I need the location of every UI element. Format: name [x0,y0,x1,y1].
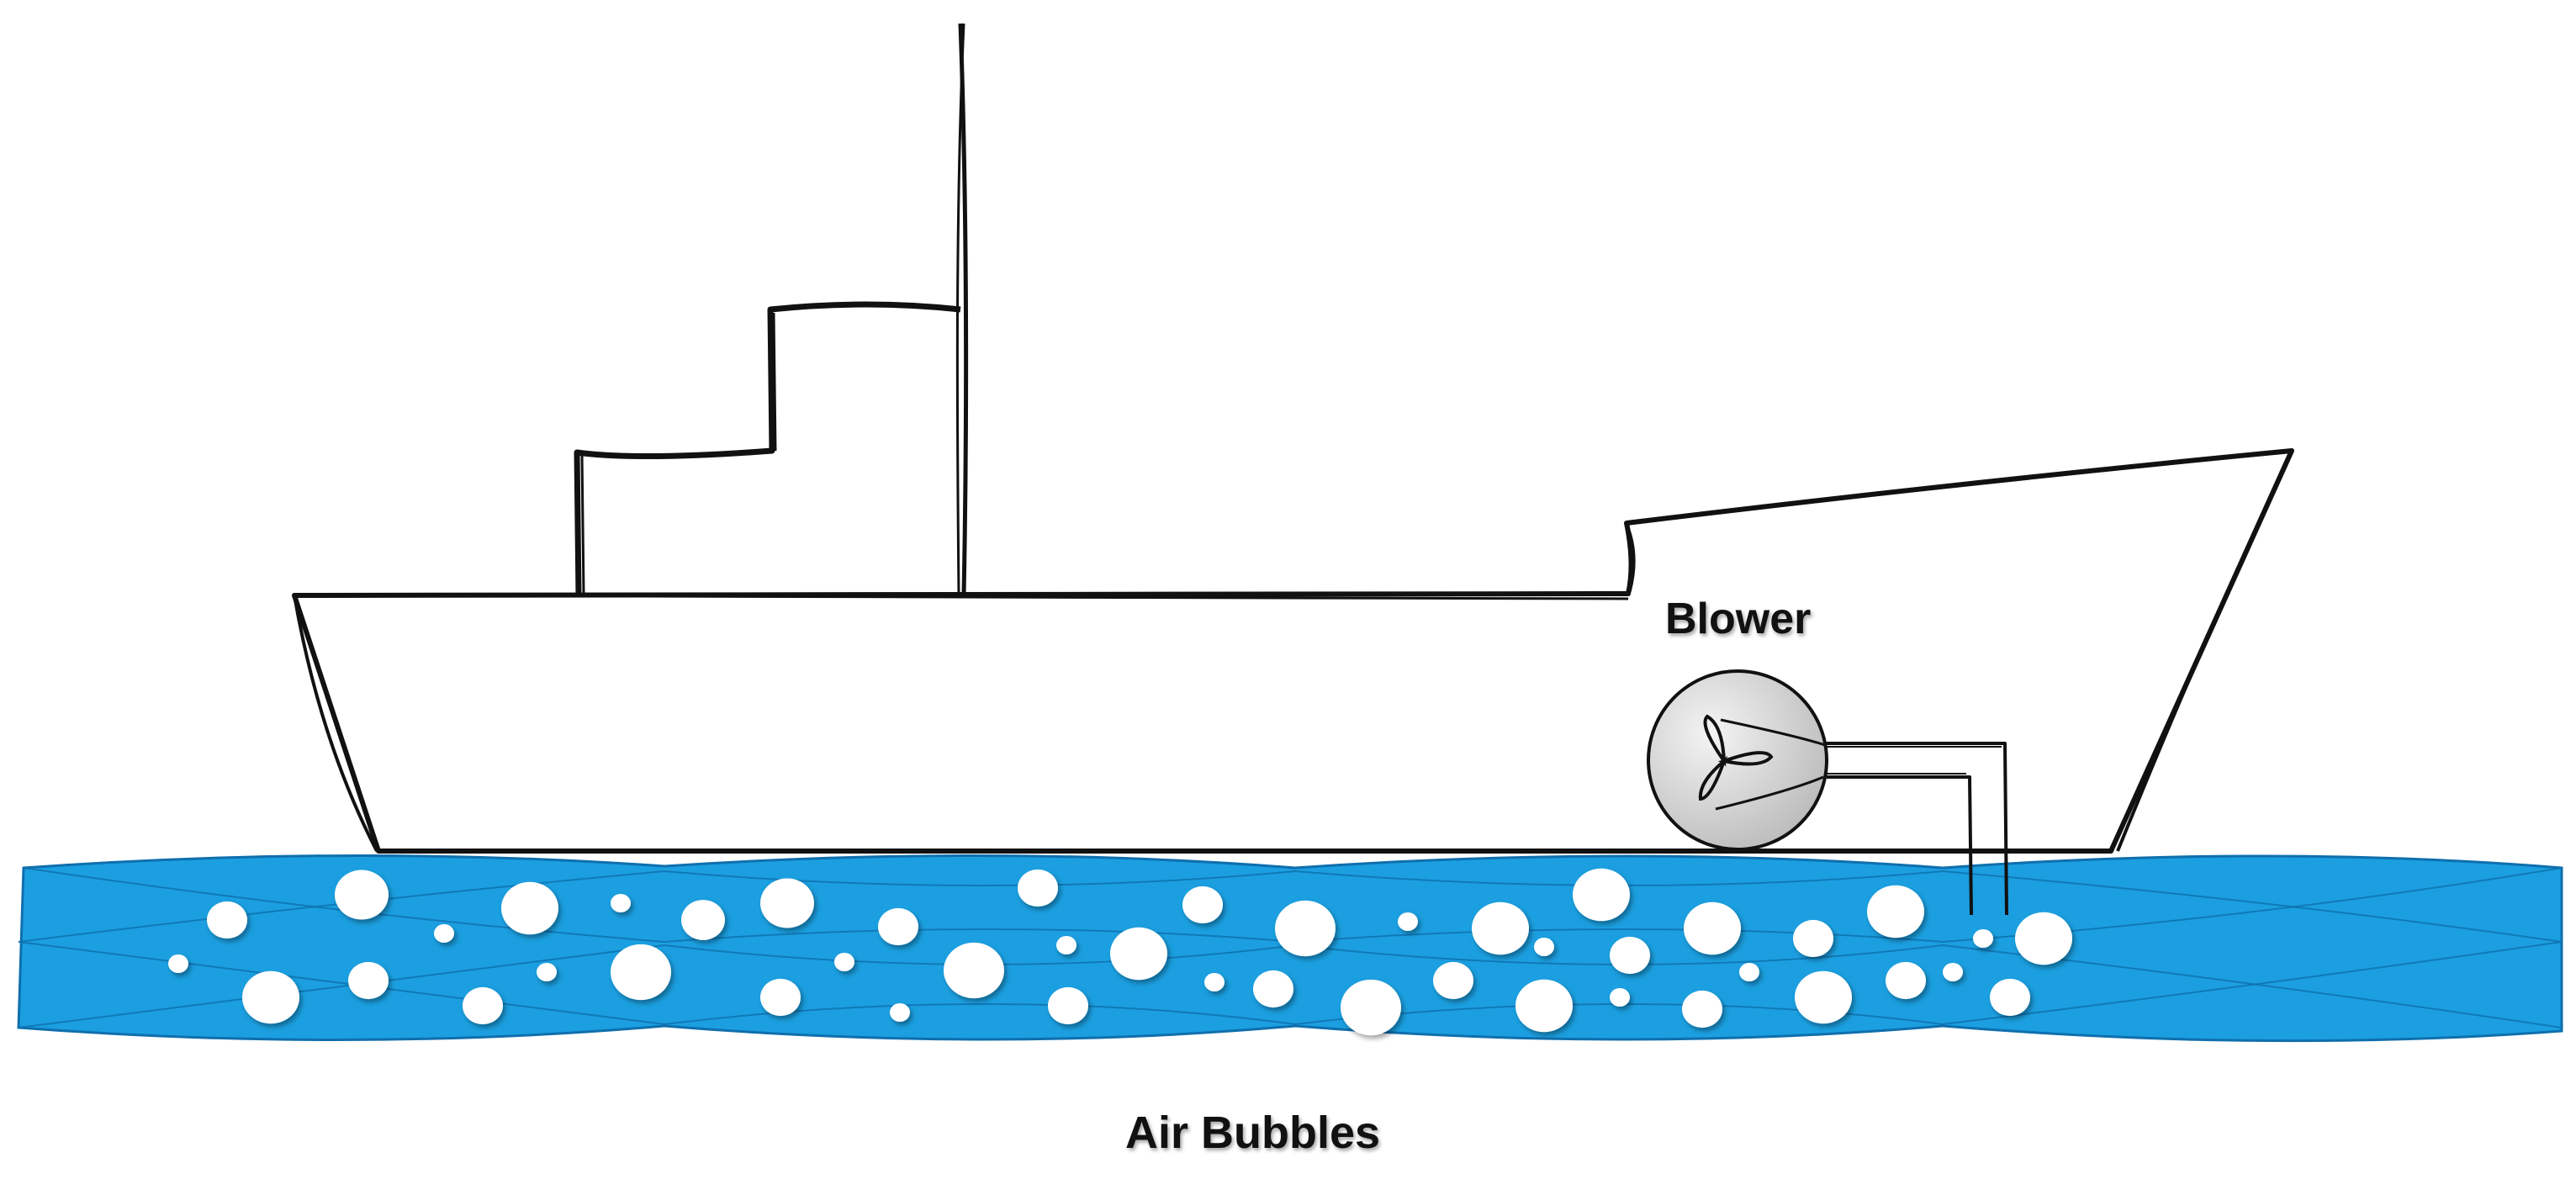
air-bubble [890,1002,910,1023]
air-bubble [1253,970,1293,1008]
air-bubble [1275,900,1336,957]
air-bubble [1398,912,1418,932]
air-bubble [168,954,188,974]
air-bubble [1682,990,1722,1028]
air-bubble [2015,912,2072,965]
air-bubble [1056,935,1076,955]
air-bubble [1515,979,1573,1033]
air-bubble [335,870,389,920]
air-bubble [681,900,725,940]
air-bubble [878,907,918,946]
air-bubble [944,942,1004,999]
air-bubble [207,901,247,939]
air-bubble [760,978,801,1017]
air-bubble [1990,978,2030,1017]
air-bubble [760,878,814,928]
air-bubble [1943,962,1963,982]
air-bubble [463,986,503,1025]
air-bubble [1341,979,1401,1036]
air-bubble [611,944,671,1001]
air-bubble [1739,962,1759,982]
air-bubble [1048,986,1088,1025]
air-bubble [348,961,389,1000]
air-bubble [242,970,299,1024]
fan-icon [1698,714,1774,801]
air-bubble [537,962,557,982]
air-bubble [1204,972,1225,992]
air-bubble [1610,936,1650,975]
air-bubble [1018,869,1058,907]
air-bubble [501,881,558,935]
air-bubble [834,952,854,972]
air-bubble [434,923,454,944]
blower-fan-icon [1647,669,2008,916]
air-bubble [1573,868,1630,922]
ship-mast [955,23,969,596]
ship-hull [292,448,2294,854]
air-bubble [1110,927,1167,981]
air-bubbles-label: Air Bubbles [1125,1108,1381,1158]
air-bubble [1684,901,1741,955]
air-bubble [1793,919,1833,958]
air-bubble [1182,886,1223,924]
air-bubble [1534,937,1554,957]
air-bubble [1973,928,1993,949]
air-bubble [1472,901,1529,955]
air-bubble [1610,987,1630,1007]
air-bubble [1886,961,1926,1000]
air-bubble [1795,970,1852,1024]
blower-label: Blower [1665,595,1812,643]
air-bubble [611,893,631,913]
air-bubble [1433,961,1473,1000]
ship-superstructure [574,301,961,596]
air-bubbles [168,868,2072,1036]
air-bubble [1867,885,1924,938]
